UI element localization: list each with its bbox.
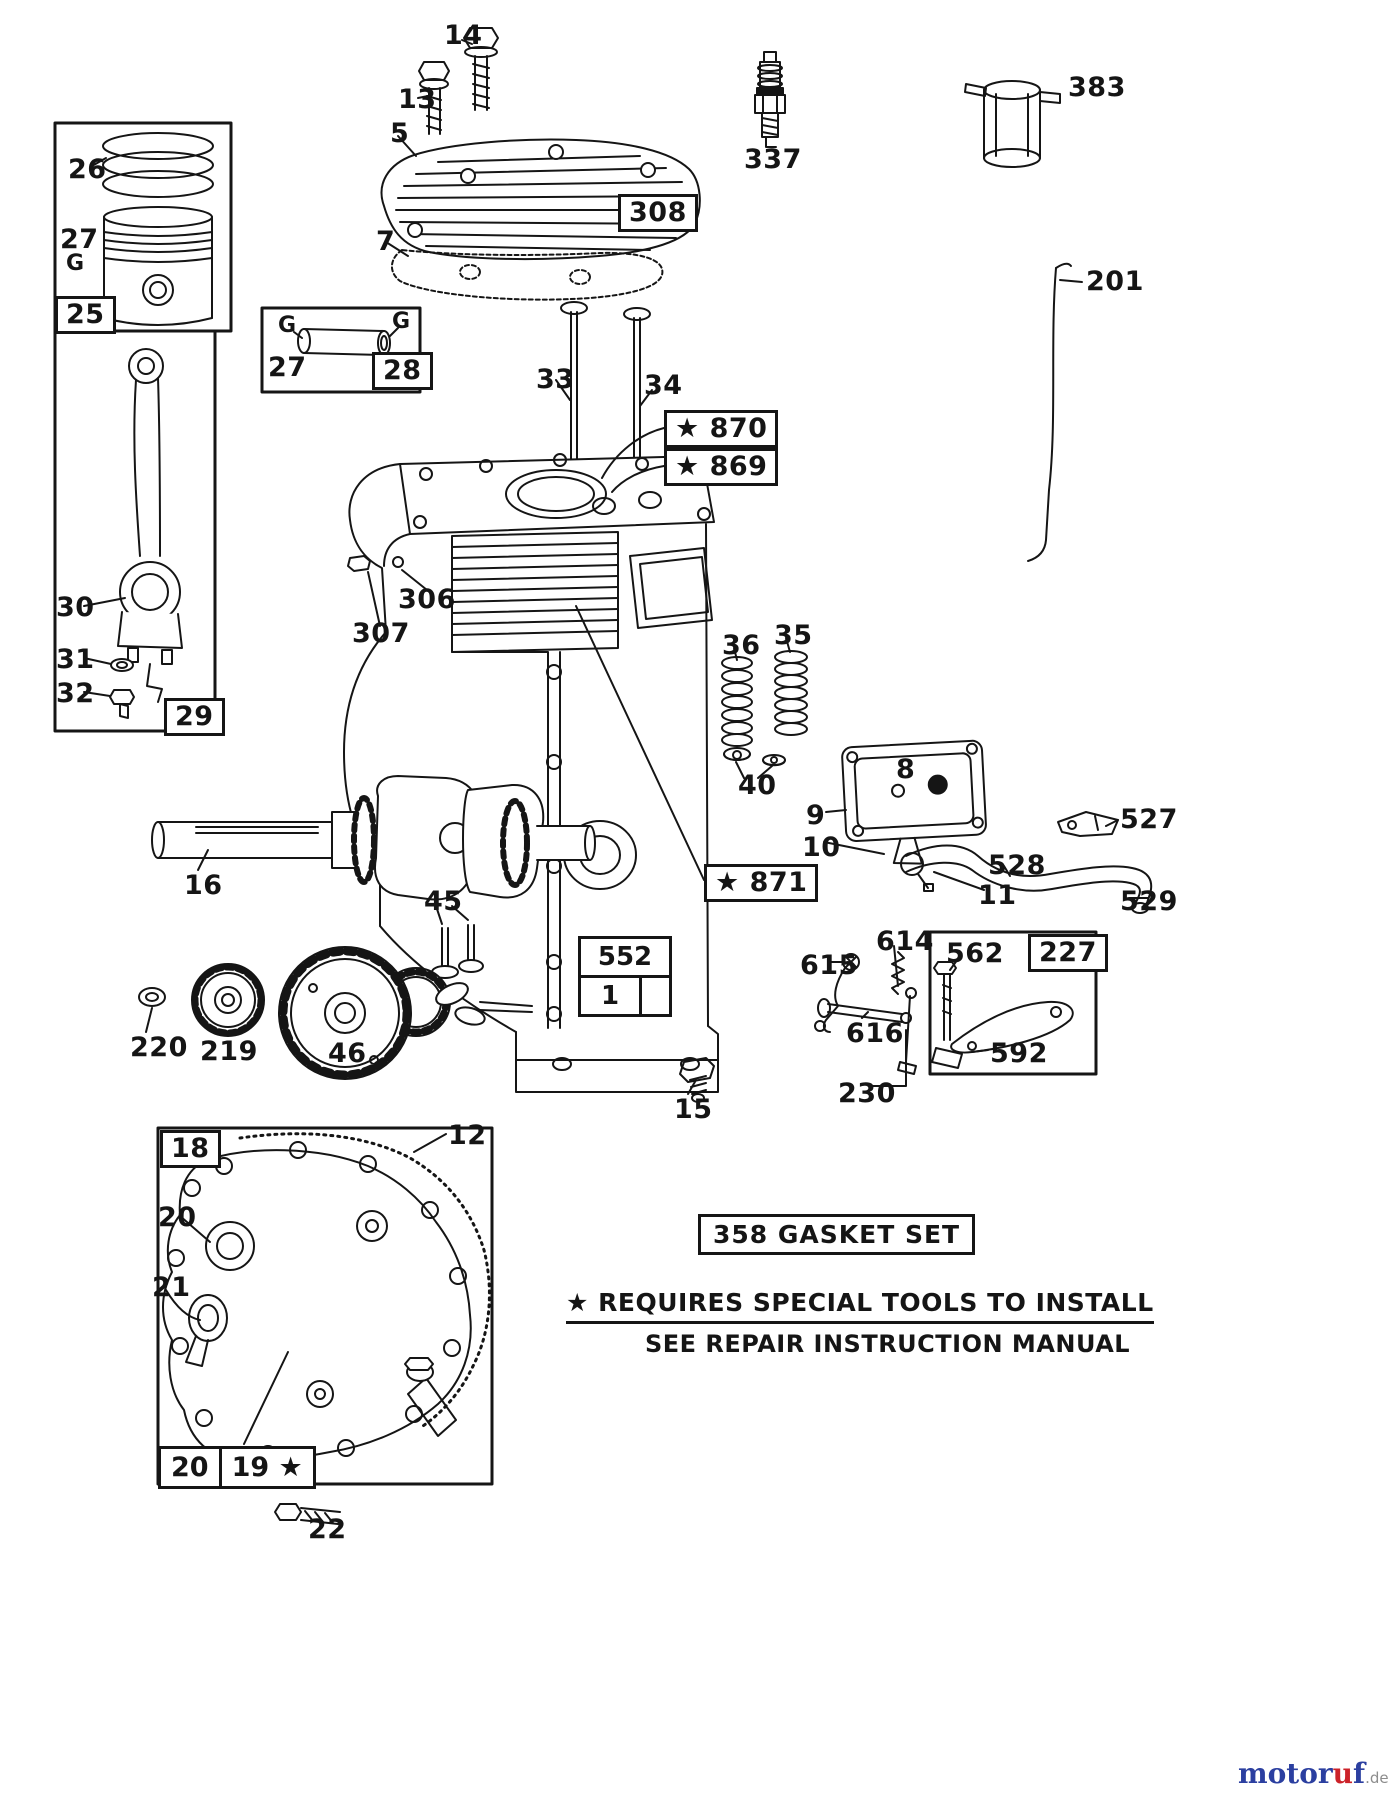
part-label-383: 383	[1068, 72, 1126, 103]
gearcase-cover-drawing	[156, 1126, 494, 1525]
part-label-8: 8	[896, 754, 916, 785]
part-label-18: 18	[160, 1130, 221, 1169]
part-label-28: 28	[372, 352, 433, 391]
part-label-307: 307	[352, 618, 410, 649]
governor-rod-drawing	[1027, 262, 1072, 562]
governor-lever-box-drawing	[928, 930, 1098, 1076]
leader-lines	[83, 39, 1149, 1445]
governor-linkage-drawing	[814, 951, 917, 1075]
part-label-16: 16	[184, 870, 223, 901]
part-label-201: 201	[1086, 266, 1144, 297]
id-plate-bottom: 1	[600, 981, 620, 1011]
part-label-G: G	[278, 313, 297, 338]
head-bolts-drawing	[418, 27, 499, 135]
part-label-306: 306	[398, 584, 456, 615]
tool-383-drawing	[964, 80, 1061, 168]
part-label-34: 34	[644, 370, 683, 401]
part-label-G: G	[66, 251, 85, 276]
part-label-7: 7	[376, 226, 396, 257]
connecting-rod-box-drawing	[53, 329, 217, 733]
gasket-set-note: 358 GASKET SET	[698, 1214, 976, 1255]
part-label-13: 13	[398, 84, 437, 115]
part-label-615: 615	[800, 950, 858, 981]
id-plate-top: 552	[597, 942, 653, 972]
part-label-22: 22	[308, 1514, 347, 1545]
part-label-21: 21	[152, 1272, 191, 1303]
crankshaft-drawing	[151, 775, 596, 901]
part-label-10: 10	[802, 832, 841, 863]
part-label-31: 31	[56, 644, 95, 675]
part-label-529: 529	[1120, 886, 1178, 917]
part-label-614: 614	[876, 926, 934, 957]
spark-plug-drawing	[754, 51, 786, 148]
part-label-592: 592	[990, 1038, 1048, 1069]
breather-plate-drawing	[841, 739, 987, 865]
part-label-11: 11	[978, 880, 1017, 911]
part-label-869: ★ 869	[664, 448, 779, 487]
part-label-308: 308	[618, 194, 698, 233]
part-label-45: 45	[424, 886, 463, 917]
part-label-527: 527	[1120, 804, 1178, 835]
part-label-562: 562	[946, 938, 1004, 969]
fuel-pipe-drawing	[900, 811, 1153, 914]
see-manual-note: SEE REPAIR INSTRUCTION MANUAL	[645, 1330, 1131, 1358]
part-label-27: 27	[268, 352, 307, 383]
id-plate-divider	[639, 978, 642, 1014]
part-label-528: 528	[988, 850, 1046, 881]
part-label-35: 35	[774, 620, 813, 651]
id-plate-552: 552 1	[578, 936, 672, 1017]
watermark-part1: motor	[1238, 1757, 1333, 1790]
part-label-20: 20	[158, 1202, 197, 1233]
part-label-30: 30	[56, 592, 95, 623]
gears-drawing	[138, 946, 533, 1080]
cylinder-block-drawing	[343, 453, 719, 1093]
part-label-12: 12	[448, 1120, 487, 1151]
part-label-616: 616	[846, 1018, 904, 1049]
watermark-link[interactable]: motoruf.de	[1238, 1760, 1389, 1788]
cover-corner-right: 19 ★	[218, 1449, 313, 1486]
part-label-33: 33	[536, 364, 575, 395]
part-label-219: 219	[200, 1036, 258, 1067]
part-label-25: 25	[55, 296, 116, 335]
special-tools-note: ★ REQUIRES SPECIAL TOOLS TO INSTALL	[566, 1288, 1154, 1324]
part-label-36: 36	[722, 630, 761, 661]
part-label-14: 14	[444, 20, 483, 51]
part-label-337: 337	[744, 144, 802, 175]
part-label-27: 27	[60, 224, 99, 255]
part-label-G: G	[392, 309, 411, 334]
part-label-5: 5	[390, 118, 410, 149]
watermark-suffix: .de	[1365, 1769, 1389, 1787]
cover-corner-box: 20 19 ★	[158, 1446, 316, 1489]
part-label-46: 46	[328, 1038, 367, 1069]
cover-corner-left: 20	[171, 1452, 209, 1483]
part-label-40: 40	[738, 770, 777, 801]
watermark-part2: u	[1332, 1757, 1354, 1790]
head-gasket-drawing	[391, 249, 664, 301]
valve-springs-drawing	[721, 650, 808, 767]
part-label-220: 220	[130, 1032, 188, 1063]
watermark-part3: f	[1353, 1757, 1366, 1790]
part-label-29: 29	[164, 698, 225, 737]
part-label-26: 26	[68, 154, 107, 185]
part-label-32: 32	[56, 678, 95, 709]
piston-pin-box-drawing	[260, 306, 422, 394]
part-label-9: 9	[806, 800, 826, 831]
part-label-15: 15	[674, 1094, 713, 1125]
part-label-871: ★ 871	[704, 864, 819, 903]
part-label-870: ★ 870	[664, 410, 779, 449]
part-label-227: 227	[1028, 934, 1108, 973]
part-label-230: 230	[838, 1078, 896, 1109]
